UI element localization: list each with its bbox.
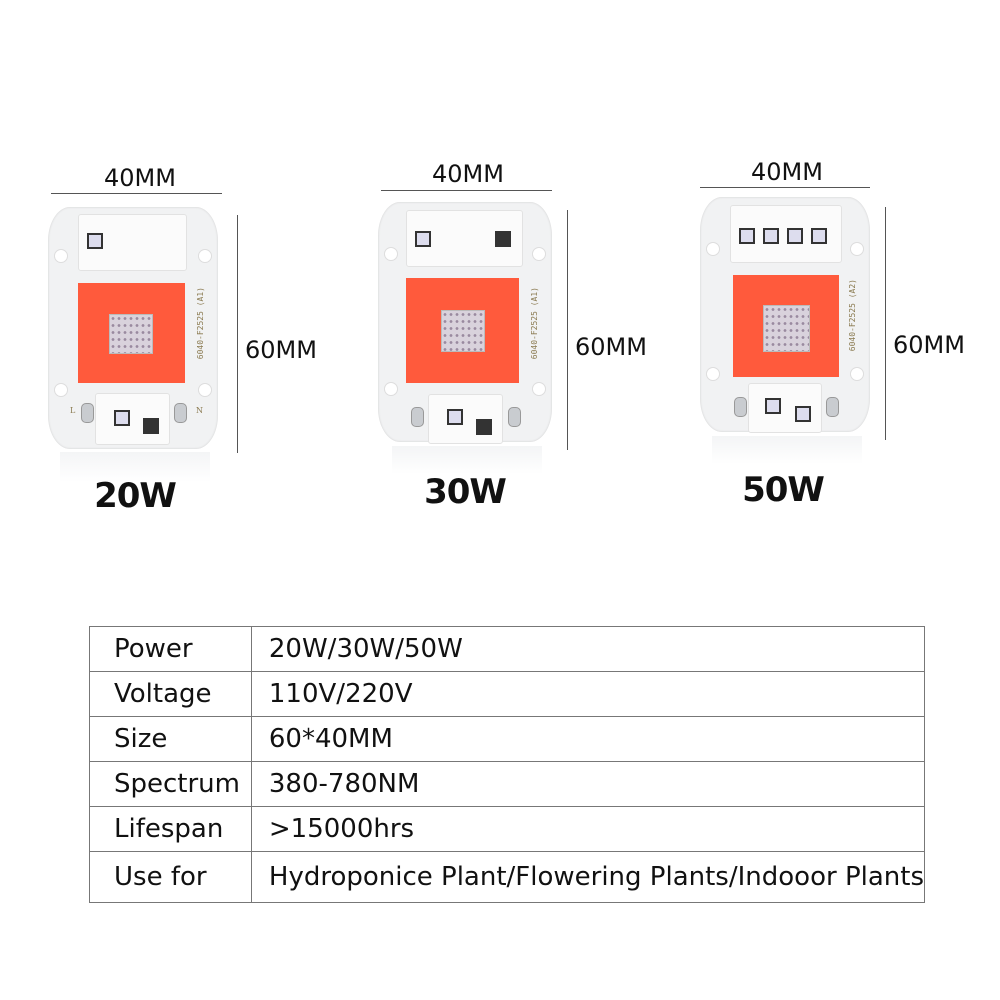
spec-label: Voltage [89,671,252,717]
pin-label-l: L [70,406,76,415]
spec-value: 110V/220V [250,671,926,717]
rectifier-chip [95,393,170,445]
spec-value: 60*40MM [250,716,926,762]
wattage-label: 30W [424,472,507,512]
spec-value: 380-780NM [250,761,926,807]
width-label: 40MM [104,164,176,192]
spec-value: >15000hrs [250,806,926,852]
height-label: 60MM [245,336,317,364]
width-label: 40MM [432,160,504,188]
rectifier-chip [428,394,503,444]
pin-label-n: N [196,406,203,415]
wattage-label: 50W [742,470,825,510]
height-dimension-line [237,215,238,453]
cob-led-board-image: 6040-F2525 (A1) L N [48,207,218,449]
height-dimension-line [885,207,886,440]
chip-code: 6040-F2525 (A1) [196,287,205,360]
spec-label: Use for [89,851,252,903]
width-label: 40MM [751,158,823,186]
table-row: Lifespan>15000hrs [89,806,926,852]
chip-code: 6040-F2525 (A1) [530,287,539,360]
led-emitter [733,275,839,377]
led-emitter [78,283,185,383]
driver-chip [730,205,842,263]
width-dimension-line [381,190,552,191]
driver-chip [406,210,523,267]
spec-value: Hydroponice Plant/Flowering Plants/Indoo… [250,851,926,903]
spec-label: Size [89,716,252,762]
spec-label: Lifespan [89,806,252,852]
driver-chip [78,214,187,271]
rectifier-chip [748,383,822,433]
cob-led-board-image: 6040-F2525 (A1) [378,202,552,444]
width-dimension-line [51,193,222,194]
chip-code: 6040-F2525 (A2) [848,279,857,352]
led-emitter [406,278,519,383]
height-label: 60MM [893,331,965,359]
spec-label: Power [89,626,252,672]
cob-led-board-image: 6040-F2525 (A2) [700,197,870,433]
width-dimension-line [700,187,870,188]
height-dimension-line [567,210,568,450]
height-label: 60MM [575,333,647,361]
wattage-label: 20W [94,476,177,516]
spec-label: Spectrum [89,761,252,807]
spec-value: 20W/30W/50W [250,626,926,672]
